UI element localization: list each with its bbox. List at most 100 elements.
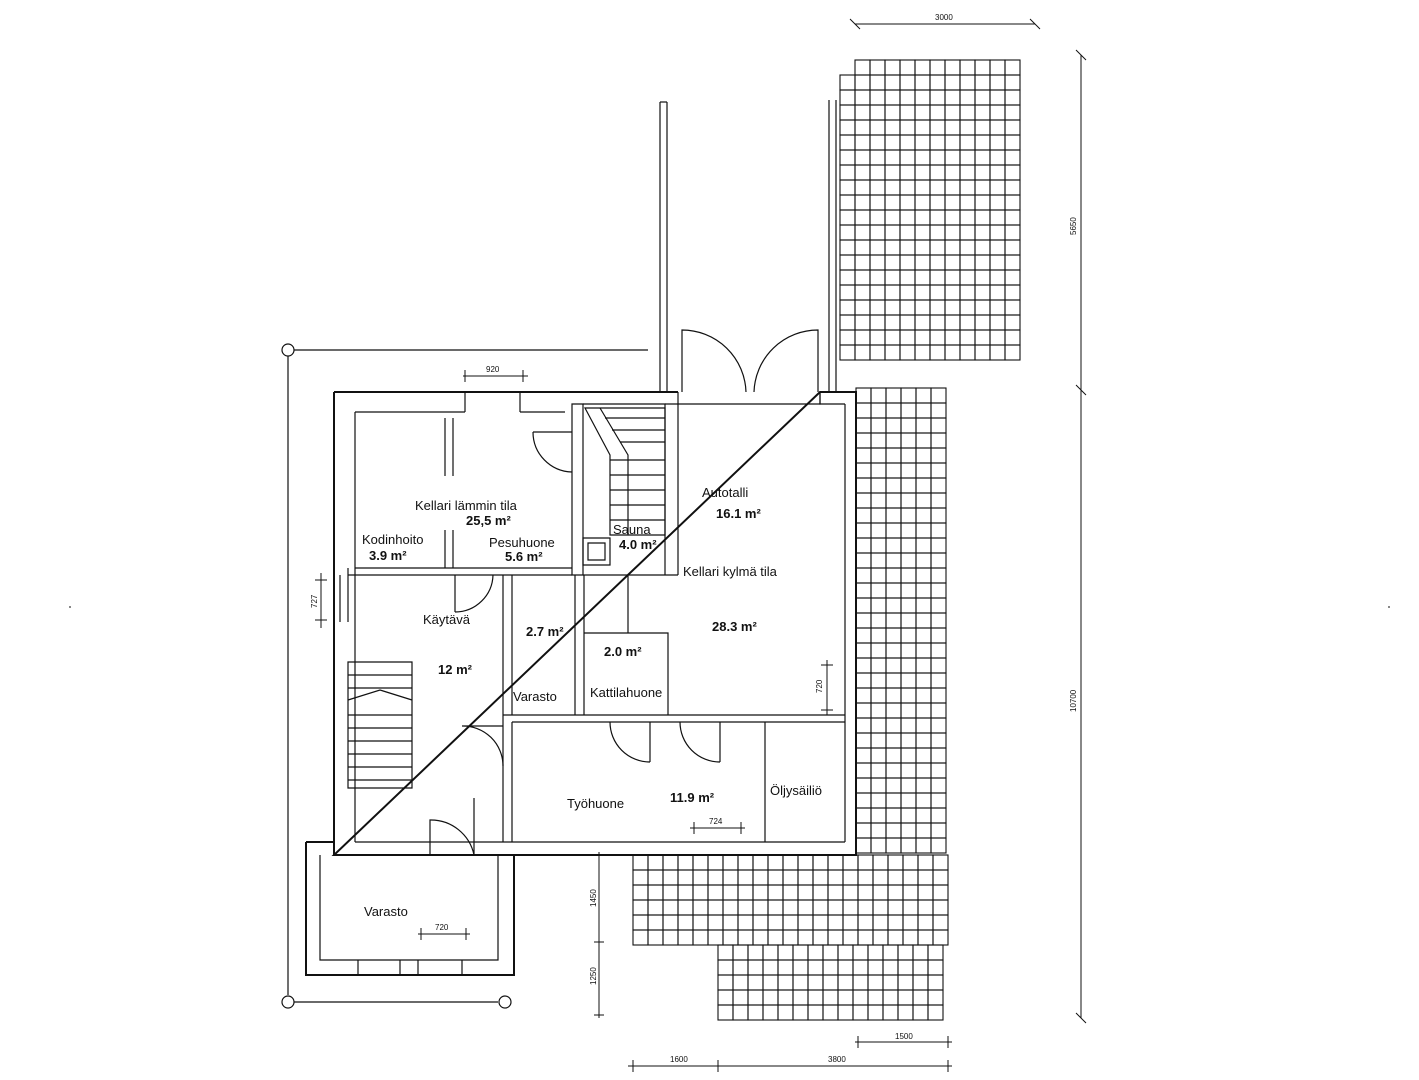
paving-tile	[839, 284, 856, 301]
paving-tile	[897, 974, 914, 991]
paving-tile	[797, 854, 814, 871]
paving-tile	[929, 254, 946, 271]
paving-tile	[1004, 89, 1021, 106]
paving-tile	[929, 329, 946, 346]
paving-tile	[812, 854, 829, 871]
paving-tile	[885, 447, 902, 464]
paving-tile	[870, 582, 887, 599]
building-walls	[331, 391, 857, 856]
paving-tile	[884, 224, 901, 241]
paving-tile	[722, 884, 739, 901]
room-name-sauna: Sauna	[613, 522, 651, 537]
paving-tile	[885, 522, 902, 539]
paving-tile	[855, 702, 872, 719]
paving-tile	[900, 552, 917, 569]
paving-tile	[857, 899, 874, 916]
paving-tile	[974, 89, 991, 106]
dim-right-upper: 5650	[1069, 217, 1078, 235]
paving-tile	[914, 209, 931, 226]
paving-tile	[885, 687, 902, 704]
paving-tile	[899, 284, 916, 301]
paving-tile	[1004, 179, 1021, 196]
paving-tile	[870, 597, 887, 614]
paving-tile	[902, 854, 919, 871]
paving-tile	[852, 989, 869, 1006]
paving-tile	[870, 522, 887, 539]
paving-tile	[989, 299, 1006, 316]
paving-tile	[914, 119, 931, 136]
paving-tile	[855, 657, 872, 674]
paving-tile	[885, 612, 902, 629]
paving-tile	[915, 747, 932, 764]
paving-tile	[930, 687, 947, 704]
paving-tile	[792, 1004, 809, 1021]
paving-tile	[929, 194, 946, 211]
paving-tile	[885, 537, 902, 554]
paving-tile	[707, 929, 724, 946]
paving-tile	[662, 914, 679, 931]
paving-tile	[884, 239, 901, 256]
paving-tile	[932, 929, 949, 946]
paving-tile	[944, 119, 961, 136]
paving-tile	[882, 959, 899, 976]
paving-tile	[887, 914, 904, 931]
paving-tile	[732, 959, 749, 976]
paving-tile	[899, 314, 916, 331]
paving-tile	[692, 869, 709, 886]
paving-tile	[782, 899, 799, 916]
paving-tile	[900, 717, 917, 734]
paving-tile	[930, 717, 947, 734]
paving-tile	[885, 627, 902, 644]
paving-tile	[915, 522, 932, 539]
paving-tile	[944, 179, 961, 196]
paving-tile	[752, 929, 769, 946]
paving-tile	[867, 944, 884, 961]
paving-tile	[932, 854, 949, 871]
paving-tile	[854, 194, 871, 211]
paving-tile	[915, 567, 932, 584]
paving-tile	[899, 239, 916, 256]
paving-tile	[944, 134, 961, 151]
paving-tile	[854, 254, 871, 271]
paving-tile	[885, 807, 902, 824]
paving-tile	[887, 884, 904, 901]
room-name-kodinhoito: Kodinhoito	[362, 532, 423, 547]
paving-tile	[827, 929, 844, 946]
paving-tile	[929, 59, 946, 76]
paving-tile	[914, 299, 931, 316]
paving-tile	[927, 989, 944, 1006]
paving-tile	[914, 104, 931, 121]
paving-tile	[885, 642, 902, 659]
paving-tile	[899, 344, 916, 361]
paving-tile	[854, 134, 871, 151]
paving-tile	[854, 59, 871, 76]
paving-tile	[930, 762, 947, 779]
paving-tile	[854, 179, 871, 196]
paving-tile	[1004, 149, 1021, 166]
paving-tile	[900, 507, 917, 524]
paving-tile	[842, 899, 859, 916]
paving-tile	[900, 822, 917, 839]
paving-tile	[854, 89, 871, 106]
paving-tile	[885, 567, 902, 584]
paving-tile	[915, 552, 932, 569]
paving-tile	[944, 329, 961, 346]
paving-tile	[915, 432, 932, 449]
paving-tile	[867, 959, 884, 976]
paving-tile	[989, 149, 1006, 166]
paving-tile	[899, 134, 916, 151]
paving-tile	[944, 239, 961, 256]
paving-tile	[722, 929, 739, 946]
paving-tile	[944, 224, 961, 241]
paving-tile	[647, 914, 664, 931]
paving-tile	[914, 149, 931, 166]
paving-tile	[929, 284, 946, 301]
paving-tile	[1004, 344, 1021, 361]
paving-tile	[917, 929, 934, 946]
paving-tile	[872, 884, 889, 901]
paving-tile	[1004, 74, 1021, 91]
paving-tile	[707, 869, 724, 886]
paving-tile	[1004, 194, 1021, 211]
paving-tile	[959, 224, 976, 241]
